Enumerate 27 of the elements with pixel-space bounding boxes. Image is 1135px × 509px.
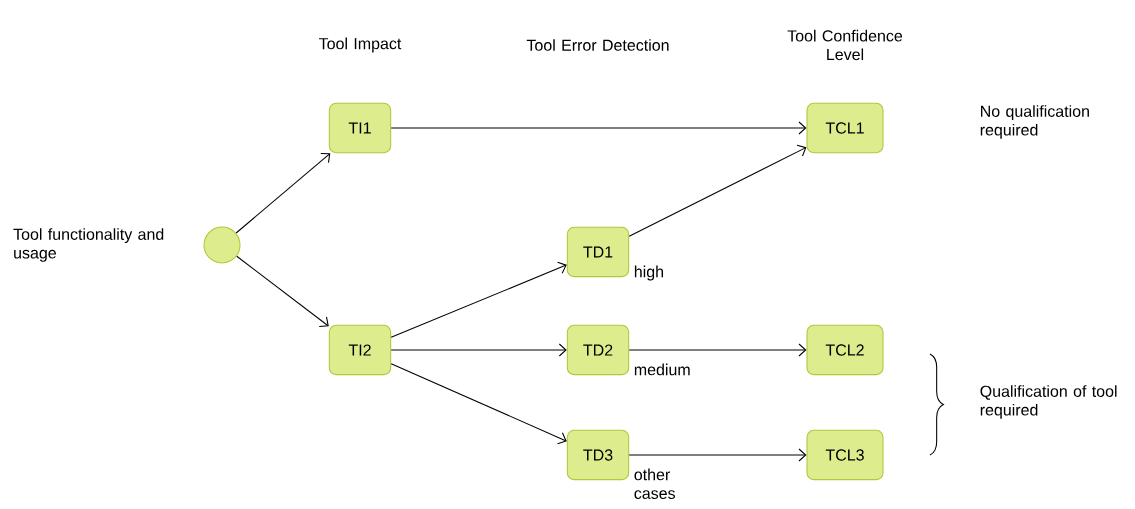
label-text: Tool Confidence Level [787, 29, 903, 61]
arrow [235, 152, 331, 234]
process-box: TCL3 [806, 429, 884, 481]
arrow [390, 363, 567, 445]
label-text: Tool Impact [319, 37, 402, 53]
label-text: Qualification of tool required [980, 385, 1117, 419]
arrow [628, 144, 807, 237]
process-box: TD1 [566, 226, 630, 278]
arrow [236, 255, 329, 328]
edge-label: other cases [634, 468, 675, 499]
arrow [390, 121, 807, 135]
process-box: TCL1 [806, 102, 884, 154]
edge-label: medium [634, 363, 690, 376]
arrow [628, 343, 807, 357]
label-text: No qualification required [980, 105, 1089, 139]
process-box: TD3 [566, 429, 630, 481]
arrow [390, 261, 567, 338]
node-caption: Tool functionality and usage [13, 228, 164, 262]
circle-shape [203, 226, 241, 264]
label-text: Tool Error Detection [526, 39, 669, 51]
process-box: TI2 [328, 324, 392, 376]
process-box: TCL2 [806, 324, 884, 376]
arrow [390, 343, 567, 357]
arrow [628, 448, 807, 462]
edge-label: high [634, 265, 663, 281]
process-box: TI1 [328, 102, 392, 154]
process-box: TD2 [566, 324, 630, 376]
